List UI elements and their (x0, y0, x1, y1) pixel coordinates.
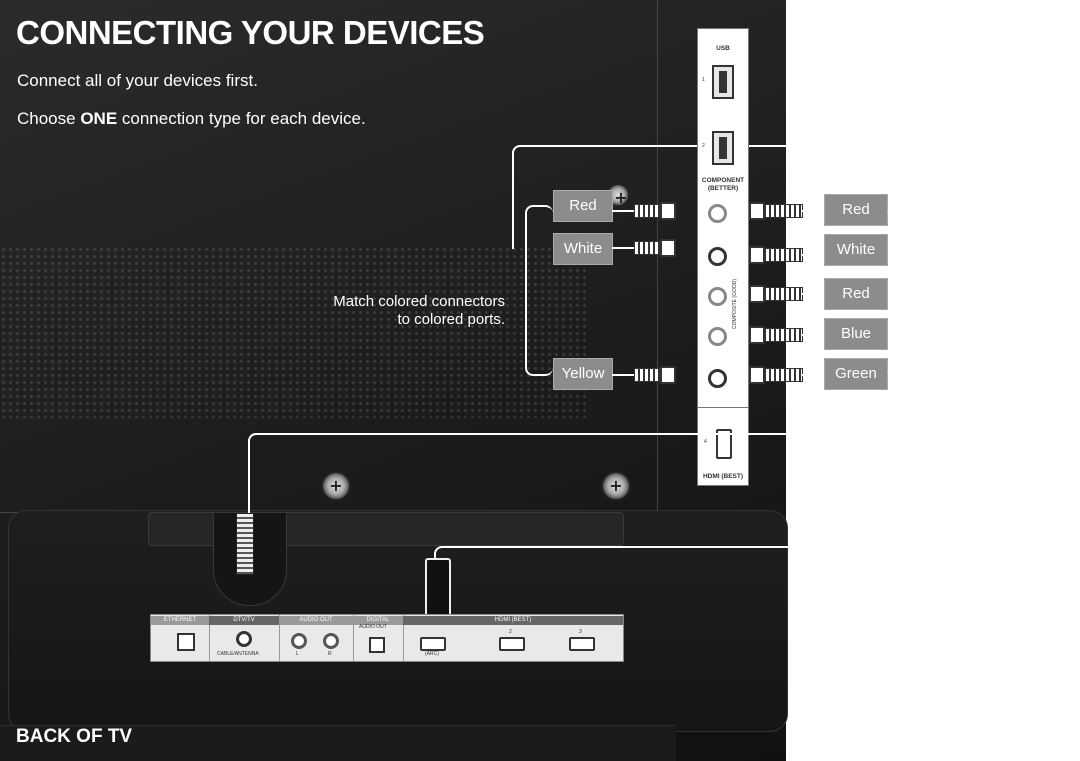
page-title: CONNECTING YOUR DEVICES (16, 14, 485, 51)
cable-line (801, 293, 823, 295)
rca-plug-icon (749, 366, 765, 384)
instruction-bold: ONE (80, 109, 118, 128)
footer-strip (0, 725, 676, 761)
left-cable-label: White (553, 233, 613, 265)
rca-plug-icon (634, 241, 660, 255)
audio-out-section: AUDIO OUT L R (279, 615, 354, 661)
back-of-tv-label: BACK OF TV (16, 726, 133, 747)
component-port-icon (708, 327, 727, 346)
cable-line (801, 334, 823, 336)
cable-line (801, 374, 823, 376)
right-cable-label: White (824, 234, 888, 266)
composite-port-icon (708, 369, 727, 388)
component-port-icon (708, 204, 727, 223)
right-cable-label: Green (824, 358, 888, 390)
instruction-line-1: Connect all of your devices first. (17, 71, 258, 90)
coax-port-icon (236, 631, 252, 647)
rca-plug-icon (749, 326, 765, 344)
coax-cable-line (248, 433, 1080, 525)
right-cable-label: Red (824, 278, 888, 310)
cable-line (612, 374, 634, 376)
left-cable-label: Yellow (553, 358, 613, 390)
cable-line (801, 254, 823, 256)
rca-plug-icon (765, 287, 803, 301)
ethernet-section: ETHERNET (151, 615, 210, 661)
rca-plug-icon (634, 204, 660, 218)
rca-plug-icon (749, 246, 765, 264)
screw-icon (601, 471, 631, 501)
rca-plug-icon (765, 328, 803, 342)
side-jack-panel: USB 1 2 COMPONENT (BETTER) COMPOSITE (GO… (697, 28, 749, 486)
rca-plug-icon (660, 202, 676, 220)
screw-icon (321, 471, 351, 501)
hdmi-port-icon (716, 429, 732, 459)
instruction-line-2: Choose ONE connection type for each devi… (17, 109, 366, 128)
digital-audio-section: DIGITAL AUDIO OUT (353, 615, 404, 661)
rca-plug-icon (749, 202, 765, 220)
right-bracket-line (887, 207, 903, 377)
optical-port-icon (369, 637, 385, 653)
audio-r-port-icon (323, 633, 339, 649)
rca-plug-icon (660, 239, 676, 257)
left-cable-label: Red (553, 190, 613, 222)
rca-plug-icon (749, 285, 765, 303)
hdmi-port-icon (499, 637, 525, 651)
hdmi-port-icon (569, 637, 595, 651)
coax-plug-icon (236, 513, 254, 575)
left-bracket-line (525, 205, 553, 376)
screw-icon (606, 183, 634, 211)
usb-port-icon (712, 131, 734, 165)
rca-plug-icon (634, 368, 660, 382)
rca-plug-icon (660, 366, 676, 384)
cable-line (612, 210, 634, 212)
hdmi-port-icon (420, 637, 446, 651)
dtv-section: DTV/TV CABLE/ANTENNA (209, 615, 280, 661)
right-cable-label: Red (824, 194, 888, 226)
rca-plug-icon (765, 248, 803, 262)
bottom-port-panel: ETHERNET DTV/TV CABLE/ANTENNA AUDIO OUT … (150, 614, 624, 662)
cable-line (801, 210, 823, 212)
hdmi-section: HDMI (BEST) (ARC) 2 3 (403, 615, 623, 661)
component-port-icon (708, 287, 727, 306)
cable-line (612, 247, 634, 249)
speaker-grille (0, 246, 586, 418)
cable-line (902, 294, 1080, 296)
hdmi-cable-line (434, 546, 1080, 568)
usb-port-icon (712, 65, 734, 99)
rca-plug-icon (765, 204, 803, 218)
audio-l-port-icon (291, 633, 307, 649)
component-bracket-line (512, 145, 1080, 249)
ethernet-port-icon (177, 633, 195, 651)
hdmi-plug-icon (425, 558, 451, 618)
match-note: Match colored connectors to colored port… (333, 293, 505, 328)
rca-plug-icon (765, 368, 803, 382)
component-port-icon (708, 247, 727, 266)
right-cable-label: Blue (824, 318, 888, 350)
